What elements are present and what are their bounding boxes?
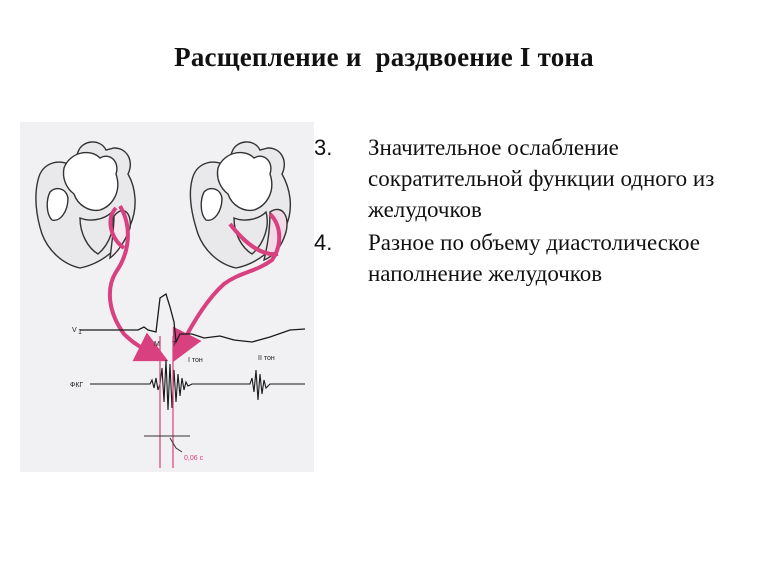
- list-item-number: 3.: [314, 135, 333, 160]
- list-item: 3. Значительное ослабление сократительно…: [314, 132, 754, 225]
- right-pink-arrow: [172, 212, 282, 363]
- left-pink-arrow: [107, 204, 169, 362]
- ecg-lead-subscript: 1: [78, 329, 82, 336]
- interval-pointer: [169, 437, 183, 453]
- list-item-number: 4.: [314, 230, 333, 255]
- diagram-svg: V 1 ФКГ М Т I тон II тон 0,06 с: [35, 141, 306, 468]
- reasons-list: 3. Значительное ослабление сократительно…: [314, 132, 754, 291]
- first-sound-label: I тон: [188, 357, 203, 364]
- list-item-text: Разное по объему диастолическое наполнен…: [368, 230, 700, 286]
- list-item: 4. Разное по объему диастолическое напол…: [314, 227, 754, 289]
- list-item-text: Значительное ослабление сократительной ф…: [368, 135, 715, 222]
- slide-title: Расщепление и раздвоение I тона: [174, 42, 594, 72]
- pcg-label: ФКГ: [70, 382, 83, 389]
- ecg-trace: [80, 292, 306, 345]
- right-heart-illustration: [189, 141, 292, 269]
- t-label: Т: [172, 341, 177, 348]
- interval-label: 0,06 с: [184, 455, 204, 462]
- second-sound-label: II тон: [258, 355, 275, 362]
- ecg-lead-label: V: [72, 327, 77, 334]
- right-pink-band: [228, 222, 279, 257]
- m-label: М: [154, 341, 160, 348]
- left-pink-band: [108, 206, 126, 250]
- pcg-trace: [90, 359, 305, 411]
- heart-sound-diagram: V 1 ФКГ М Т I тон II тон 0,06 с: [20, 122, 314, 472]
- left-heart-illustration: [35, 141, 136, 269]
